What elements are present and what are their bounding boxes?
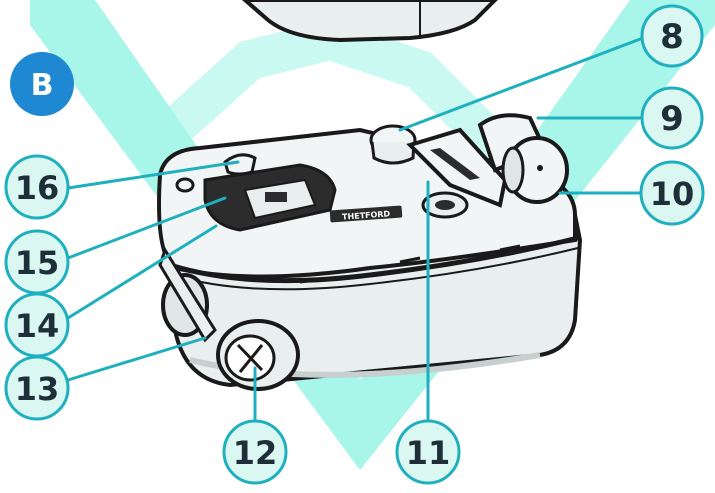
callout-12: 12 <box>222 419 288 485</box>
callout-9-label: 9 <box>660 99 684 139</box>
callout-9: 9 <box>640 86 704 150</box>
callout-11-label: 11 <box>406 434 451 472</box>
callout-11: 11 <box>395 419 461 485</box>
callout-8: 8 <box>640 4 704 68</box>
callout-15: 15 <box>4 229 70 295</box>
section-badge-label: B <box>31 68 54 103</box>
callout-8-label: 8 <box>660 17 684 57</box>
callout-15-label: 15 <box>15 244 60 282</box>
callout-10-label: 10 <box>650 175 695 213</box>
callout-12-label: 12 <box>233 434 278 472</box>
leader-line-15 <box>66 196 227 260</box>
callout-13-label: 13 <box>15 370 60 408</box>
callout-16-label: 16 <box>15 169 60 207</box>
callout-16: 16 <box>4 154 70 220</box>
leader-lines <box>66 36 645 430</box>
leader-line-13 <box>66 336 207 382</box>
callout-13: 13 <box>4 355 70 421</box>
brand-mark: THETFORD <box>342 209 391 221</box>
leader-line-14 <box>66 224 218 320</box>
upper-unit-base <box>241 0 498 43</box>
leader-line-16 <box>66 160 240 190</box>
leader-line-8 <box>398 36 645 132</box>
callout-14: 14 <box>4 292 70 358</box>
callout-14-label: 14 <box>15 307 60 345</box>
section-badge: B <box>10 52 74 116</box>
callout-10: 10 <box>639 160 705 226</box>
cassette-tank <box>157 113 583 391</box>
